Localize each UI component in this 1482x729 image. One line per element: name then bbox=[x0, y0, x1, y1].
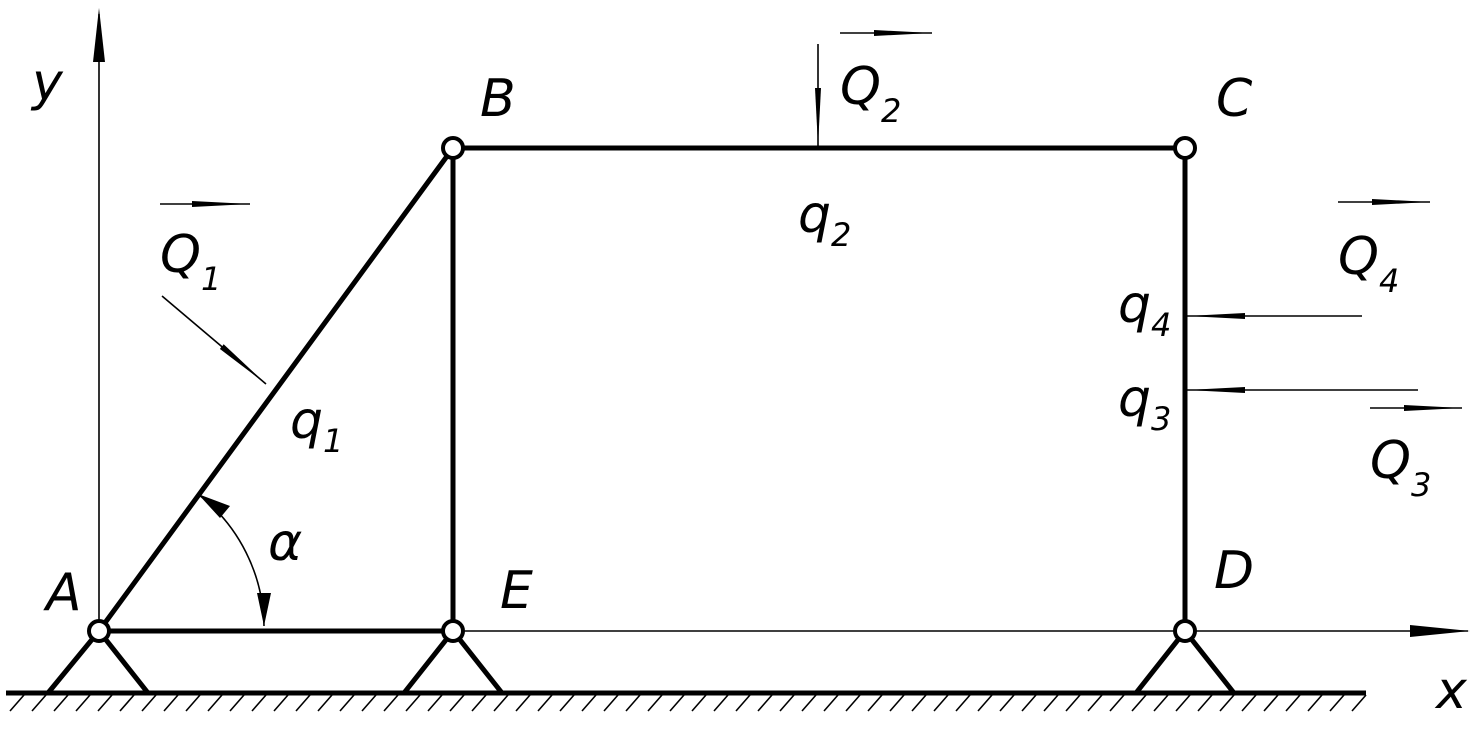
y-axis bbox=[93, 8, 105, 631]
point-c-label: C bbox=[1216, 69, 1253, 129]
hatch-line bbox=[559, 694, 575, 712]
hatch-line bbox=[317, 694, 333, 712]
angle-arrow-end bbox=[257, 593, 271, 626]
hatch-line bbox=[537, 694, 553, 712]
hatch-line bbox=[779, 694, 795, 712]
hatch-line bbox=[757, 694, 773, 712]
hatch-line bbox=[1351, 694, 1367, 712]
hatch-line bbox=[229, 694, 245, 712]
hatch-line bbox=[493, 694, 509, 712]
force-q1-label: Q1 bbox=[160, 225, 221, 298]
ground bbox=[6, 690, 1367, 712]
point-a-label: A bbox=[43, 563, 82, 623]
hatch-line bbox=[845, 694, 861, 712]
load-q3-label: q3 bbox=[1118, 369, 1171, 438]
hatch-line bbox=[31, 694, 47, 712]
hatch-line bbox=[911, 694, 927, 712]
hatch-line bbox=[669, 694, 685, 712]
hatch-line bbox=[361, 694, 377, 712]
hatch-line bbox=[163, 694, 179, 712]
hatch-line bbox=[889, 694, 905, 712]
hatch-line bbox=[1153, 694, 1169, 712]
angle-arc bbox=[197, 493, 265, 627]
joint-b bbox=[441, 136, 465, 160]
hatch-line bbox=[75, 694, 91, 712]
hatch-line bbox=[9, 694, 25, 712]
hatch-line bbox=[1175, 694, 1191, 712]
hatch-line bbox=[823, 694, 839, 712]
hatch-line bbox=[339, 694, 355, 712]
member-ab bbox=[96, 145, 456, 634]
angle-arrow-start bbox=[198, 494, 230, 518]
x-axis-arrowhead bbox=[1410, 625, 1470, 637]
force-q4-label: Q4 bbox=[1338, 227, 1399, 300]
hatch-line bbox=[867, 694, 883, 712]
hatch-line bbox=[427, 694, 443, 712]
hatch-line bbox=[581, 694, 597, 712]
hatch-line bbox=[383, 694, 399, 712]
hatch-line bbox=[119, 694, 135, 712]
hatch-line bbox=[603, 694, 619, 712]
point-e-label: E bbox=[500, 561, 533, 621]
hatch-line bbox=[1043, 694, 1059, 712]
hatch-line bbox=[1109, 694, 1125, 712]
point-d-label: D bbox=[1214, 541, 1254, 601]
hatch-line bbox=[141, 694, 157, 712]
joint-c bbox=[1173, 136, 1197, 160]
hatch-line bbox=[691, 694, 707, 712]
hatch-line bbox=[1131, 694, 1147, 712]
hatch-line bbox=[449, 694, 465, 712]
hatch-line bbox=[207, 694, 223, 712]
hatch-line bbox=[977, 694, 993, 712]
hatch-line bbox=[53, 694, 69, 712]
hatch-line bbox=[251, 694, 267, 712]
hatch-line bbox=[801, 694, 817, 712]
axis-y-label: y bbox=[30, 53, 64, 113]
joint-d bbox=[1173, 619, 1197, 643]
load-q1-label: q1 bbox=[290, 391, 343, 460]
hatch-line bbox=[97, 694, 113, 712]
hatch-line bbox=[955, 694, 971, 712]
hatch-line bbox=[1329, 694, 1345, 712]
hatch-line bbox=[471, 694, 487, 712]
joint-e bbox=[441, 619, 465, 643]
hatch-line bbox=[647, 694, 663, 712]
axis-x-label: x bbox=[1434, 661, 1468, 721]
hatch-line bbox=[1241, 694, 1257, 712]
y-axis-arrowhead bbox=[93, 8, 105, 62]
hatch-line bbox=[625, 694, 641, 712]
hatch-line bbox=[1065, 694, 1081, 712]
hatch-line bbox=[713, 694, 729, 712]
hatch-line bbox=[1219, 694, 1235, 712]
force-q2-label: Q2 bbox=[840, 57, 901, 130]
hatch-line bbox=[999, 694, 1015, 712]
ground-hatching bbox=[9, 694, 1367, 712]
hatch-line bbox=[405, 694, 421, 712]
hatch-line bbox=[933, 694, 949, 712]
hatch-line bbox=[1087, 694, 1103, 712]
hatch-line bbox=[515, 694, 531, 712]
hatch-line bbox=[735, 694, 751, 712]
hatch-line bbox=[273, 694, 289, 712]
force-q1-arrow bbox=[161, 295, 267, 385]
hatch-line bbox=[1285, 694, 1301, 712]
force-q3-label: Q3 bbox=[1370, 431, 1431, 504]
hatch-line bbox=[1307, 694, 1323, 712]
load-q2-label: q2 bbox=[798, 185, 851, 254]
hatch-line bbox=[1197, 694, 1213, 712]
joint-a bbox=[87, 619, 111, 643]
angle-alpha-label: α bbox=[268, 513, 302, 573]
hatch-line bbox=[1021, 694, 1037, 712]
hatch-line bbox=[185, 694, 201, 712]
point-b-label: B bbox=[480, 69, 516, 129]
hatch-line bbox=[295, 694, 311, 712]
load-q4-label: q4 bbox=[1118, 275, 1171, 344]
hatch-line bbox=[1263, 694, 1279, 712]
